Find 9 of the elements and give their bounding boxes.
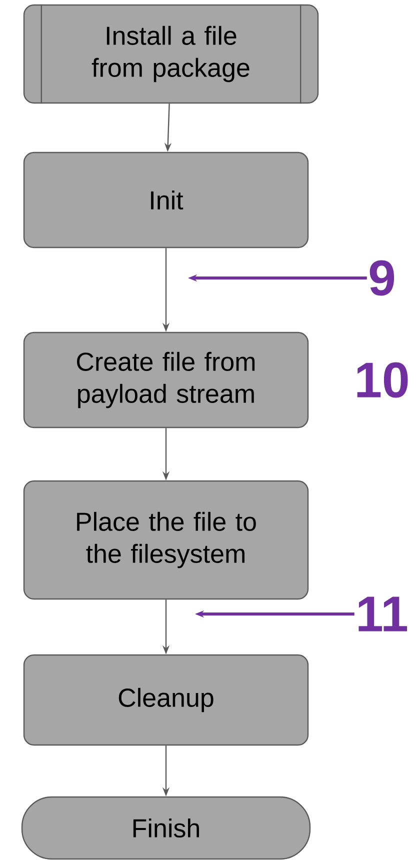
process-box: Place the file to the filesystem bbox=[23, 480, 309, 600]
process-box: Init bbox=[23, 152, 309, 248]
process-box: Cleanup bbox=[23, 654, 309, 746]
callout-number: 11 bbox=[358, 596, 408, 632]
predefined-process-box: Install a file from package bbox=[23, 4, 319, 104]
process-box: Create file from payload stream bbox=[23, 332, 309, 428]
callout-number: 9 bbox=[370, 260, 394, 296]
callout-number: 10 bbox=[357, 362, 408, 398]
terminal-box: Finish bbox=[21, 796, 311, 860]
